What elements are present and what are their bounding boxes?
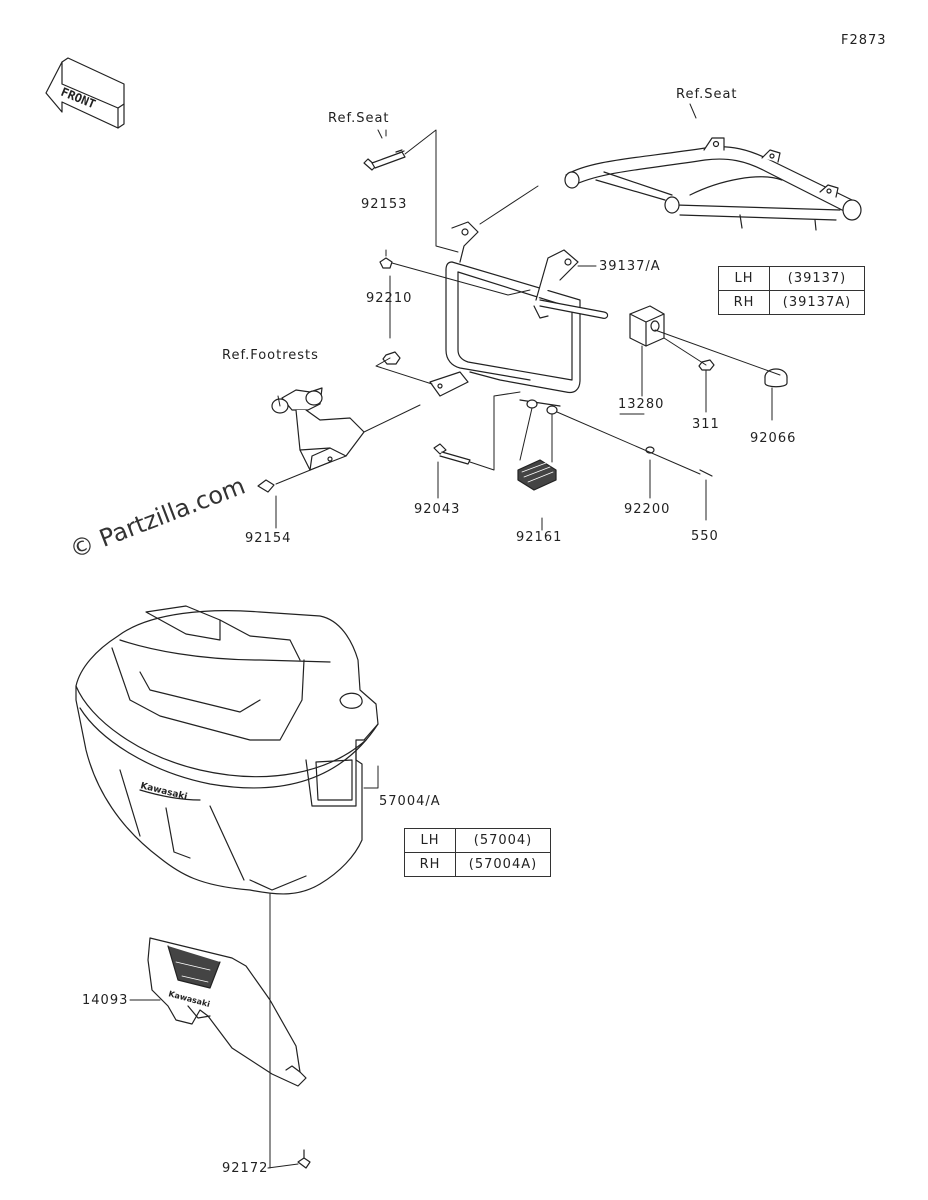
label-92066[interactable]: 92066: [750, 431, 797, 446]
nut-92210: [382, 351, 401, 365]
label-92043[interactable]: 92043: [414, 502, 461, 517]
table-57004-variants: LH (57004) RH (57004A): [404, 828, 551, 877]
ref-seat-bolt: [363, 149, 406, 171]
bolt-92153: [379, 257, 393, 269]
label-ref-seat-frame[interactable]: Ref.Seat: [676, 87, 738, 102]
table-57004-lh-value[interactable]: (57004): [455, 828, 551, 853]
figure-id: F2873: [841, 33, 887, 48]
table-39137-rh-value[interactable]: (39137A): [769, 290, 865, 315]
table-39137-lh-value[interactable]: (39137): [769, 266, 865, 291]
front-arrow-icon: FRONT: [45, 57, 125, 129]
table-57004-lh-label: LH: [404, 828, 456, 853]
label-13280[interactable]: 13280: [618, 397, 665, 412]
lock-block: [629, 305, 665, 347]
label-92154[interactable]: 92154: [245, 531, 292, 546]
label-92210[interactable]: 92210: [366, 291, 413, 306]
label-39137[interactable]: 39137/A: [599, 259, 661, 274]
label-92153[interactable]: 92153: [361, 197, 408, 212]
seat-frame: [564, 137, 862, 231]
label-311[interactable]: 311: [692, 417, 720, 432]
footrest-bracket: [271, 387, 365, 471]
label-ref-footrests[interactable]: Ref.Footrests: [222, 348, 319, 363]
damper-92161: [517, 459, 557, 491]
screw-92154: [257, 479, 275, 493]
label-ticks: [129, 103, 773, 1169]
label-14093[interactable]: 14093: [82, 993, 129, 1008]
label-550[interactable]: 550: [691, 529, 719, 544]
carrier-frame: [429, 221, 609, 415]
screw-92172: [297, 1149, 311, 1169]
label-57004[interactable]: 57004/A: [379, 794, 441, 809]
bolt-92043: [433, 443, 471, 465]
cap-92066: [764, 368, 788, 388]
pannier-case: Kawasaki: [75, 605, 379, 895]
label-92172[interactable]: 92172: [222, 1161, 269, 1176]
lower-cover: Kawasaki: [147, 937, 307, 1087]
label-92161[interactable]: 92161: [516, 530, 563, 545]
table-39137-variants: LH (39137) RH (39137A): [718, 266, 865, 315]
label-ref-seat-bolt[interactable]: Ref.Seat: [328, 111, 390, 126]
table-57004-rh-value[interactable]: (57004A): [455, 852, 551, 877]
table-39137-rh-label: RH: [718, 290, 770, 315]
label-92200[interactable]: 92200: [624, 502, 671, 517]
table-39137-lh-label: LH: [718, 266, 770, 291]
pin-550: [699, 469, 713, 477]
table-57004-rh-label: RH: [404, 852, 456, 877]
leader-lines: [275, 129, 781, 835]
